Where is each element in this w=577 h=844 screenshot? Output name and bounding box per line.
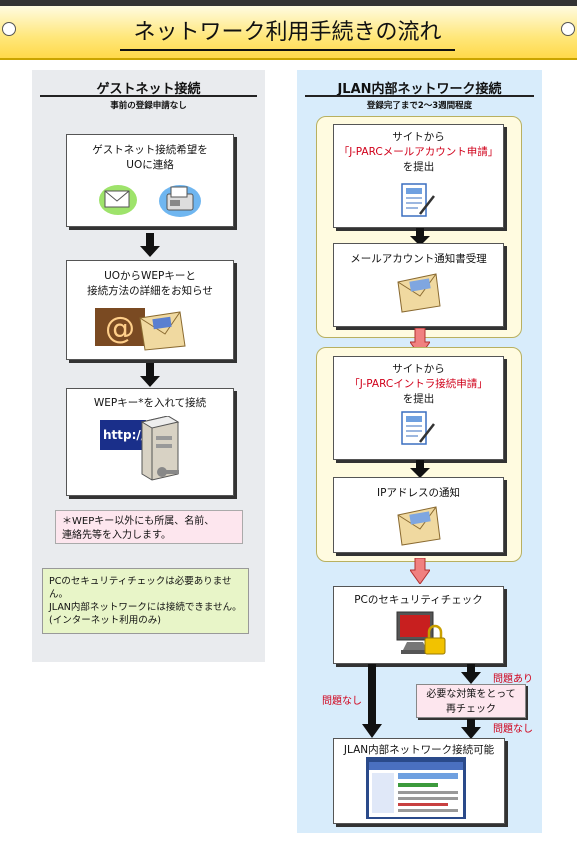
guest-step3-line1: WEPキー*を入れて接続 — [93, 397, 207, 409]
jlan-step3-line2: 「J-PARCイントラ接続申請」 — [349, 378, 488, 390]
jlan-step1-line2: 「J-PARCメールアカウント申請」 — [338, 146, 499, 158]
jlan-step1-line1: サイトから — [392, 131, 445, 143]
email-envelope-icon: @ — [95, 308, 186, 351]
guest-green-note: PCのセキュリティチェックは必要ありません。 JLAN内部ネットワークには接続で… — [42, 568, 249, 634]
green-note-line1: PCのセキュリティチェックは必要ありません。 — [49, 576, 232, 600]
green-note-line2: JLAN内部ネットワークには接続できません。 — [49, 602, 242, 613]
arrow-down-icon — [140, 363, 160, 387]
jlan-step-intra-request: サイトから 「J-PARCイントラ接続申請」 を提出 — [333, 356, 504, 460]
document-form-icon — [401, 183, 435, 217]
guest-heading-rule — [40, 95, 257, 97]
guest-step-wep-key-notice: UOからWEPキーと 接続方法の詳細をお知らせ — [66, 260, 234, 360]
fax-icon — [159, 185, 201, 217]
arrow-down-icon — [461, 719, 481, 739]
guest-note-line2: 連絡先等を入力します。 — [62, 530, 171, 541]
red-arrow-down-icon — [410, 558, 430, 584]
svg-text:@: @ — [105, 311, 135, 346]
email-icon — [99, 185, 137, 215]
jlan-step3-line3: を提出 — [402, 393, 435, 405]
guest-step2-line1: UOからWEPキーと — [104, 270, 196, 282]
arrow-down-icon — [140, 233, 160, 257]
document-form-icon — [401, 411, 435, 445]
arrow-down-icon — [461, 664, 481, 684]
guest-step1-line2: UOに連絡 — [126, 159, 174, 171]
ring-left-icon — [2, 22, 16, 36]
jlan-step3-line1: サイトから — [392, 363, 445, 375]
arrow-down-icon — [410, 228, 430, 246]
jlan-step1-line3: を提出 — [402, 161, 435, 173]
jlan-heading: JLAN内部ネットワーク接続 — [337, 82, 502, 97]
recheck-box: 必要な対策をとって 再チェック — [416, 684, 526, 718]
intranet-screen-icon — [366, 757, 466, 819]
guest-subheading: 事前の登録申請なし — [110, 101, 187, 111]
jlan-subheading: 登録完了まで2～3週間程度 — [366, 101, 473, 111]
label-no-problem-right: 問題なし — [493, 724, 533, 735]
jlan-step2-line1: メールアカウント通知書受理 — [350, 253, 487, 265]
envelope-icon — [397, 273, 441, 313]
green-note-line3: (インターネット利用のみ) — [49, 615, 161, 626]
guest-heading: ゲストネット接続 — [96, 82, 201, 97]
http-screen: http:// — [100, 420, 146, 450]
guest-step1-line1: ゲストネット接続希望を — [92, 144, 208, 156]
final-line1: JLAN内部ネットワーク接続可能 — [343, 744, 495, 756]
arrow-down-icon — [410, 460, 430, 478]
jlan-step4-line1: IPアドレスの通知 — [377, 487, 460, 499]
guest-wep-note: ＊WEPキー以外にも所属、名前、 連絡先等を入力します。 — [55, 510, 243, 544]
guest-step2-line2: 接続方法の詳細をお知らせ — [87, 285, 213, 297]
jlan-heading-rule — [305, 95, 534, 97]
guest-note-line1: ＊WEPキー以外にも所属、名前、 — [62, 516, 215, 527]
page-title: ネットワーク利用手続きの流れ — [120, 17, 455, 51]
arrow-down-icon — [362, 664, 382, 738]
ring-right-icon — [561, 22, 575, 36]
guest-step-contact-uo: ゲストネット接続希望を UOに連絡 — [66, 134, 234, 227]
server-key-icon — [140, 416, 180, 481]
label-problem: 問題あり — [493, 674, 533, 685]
recheck-line2: 再チェック — [446, 704, 496, 715]
label-no-problem-left: 問題なし — [322, 696, 362, 707]
recheck-line1: 必要な対策をとって — [426, 689, 516, 700]
jlan-step5-line1: PCのセキュリティチェック — [354, 594, 483, 606]
envelope-icon — [397, 506, 441, 546]
pc-lock-icon — [396, 611, 446, 655]
